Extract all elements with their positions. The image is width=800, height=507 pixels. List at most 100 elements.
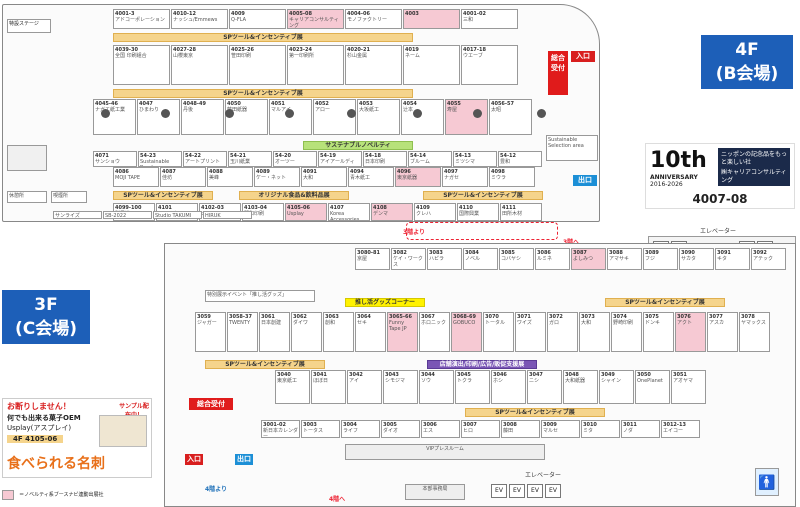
booth-exhibitor: 山櫻東京 xyxy=(173,53,194,59)
booth-number: 4001-3 xyxy=(115,11,135,17)
booth-exhibitor: サンショウ xyxy=(95,159,121,165)
booth-number: 4102-03 xyxy=(201,205,224,211)
booth-exhibitor: 京屋 xyxy=(357,256,368,262)
pillar xyxy=(161,109,170,118)
booth-number: 3076 xyxy=(677,314,691,320)
booth-exhibitor: コバヤシ xyxy=(501,256,522,262)
booth-number: 3063 xyxy=(325,314,339,320)
booth-exhibitor: ダイオ xyxy=(383,428,399,434)
booth-number: 4099-100 xyxy=(115,205,142,211)
floor4-label: 4F (B会場) xyxy=(701,35,793,89)
booth-number: 3092 xyxy=(753,250,767,256)
booth-exhibitor: エス xyxy=(423,428,434,434)
pillar xyxy=(225,109,234,118)
booth-exhibitor: 大和 xyxy=(581,320,592,326)
booth-exhibitor: 野崎印刷 xyxy=(613,320,634,326)
pillar xyxy=(473,109,482,118)
booth-exhibitor: 笹田印刷 xyxy=(231,53,252,59)
booth-number: 4053 xyxy=(359,101,373,107)
booth-number: 4103-04 xyxy=(244,205,267,211)
booth-exhibitor: ヤマックス xyxy=(741,320,766,326)
booth-number: 4110 xyxy=(459,205,473,211)
booth-number: 3050 xyxy=(637,372,651,378)
booth-number: 3041 xyxy=(313,372,327,378)
booth-exhibitor: ナガエ紙工業 xyxy=(95,107,126,113)
booth-number: 3001-02 xyxy=(263,422,286,428)
booth-number: 4005-08 xyxy=(289,11,312,17)
booth-number: 4010-12 xyxy=(173,11,196,17)
rest-area: 休憩所 xyxy=(7,191,47,203)
booth-exhibitor: ドンキ xyxy=(645,320,661,326)
booth-number: 3040 xyxy=(277,372,291,378)
booth-exhibitor: ホシ xyxy=(493,378,504,384)
booth-number: 3078 xyxy=(741,314,755,320)
ev-door: EV xyxy=(509,484,525,498)
booth-exhibitor: ひまわり xyxy=(139,107,160,113)
booth-number: 4019 xyxy=(405,47,419,53)
booth-exhibitor: トクラ xyxy=(457,378,473,384)
booth-number: 3088 xyxy=(609,250,623,256)
booth-number: 3091 xyxy=(717,250,731,256)
booth-exhibitor: オーツー xyxy=(275,159,295,165)
booth-exhibitor: ノベル xyxy=(465,256,481,262)
general-reception: 総合受付 xyxy=(548,51,568,95)
booth-exhibitor: 創和 xyxy=(325,320,336,326)
sample-ad: お断りしません！ サンプル配布中！ 何でも出来る菓子OEM Usplay(アスプ… xyxy=(2,398,152,478)
booth-exhibitor: 寿屋 xyxy=(447,107,458,113)
booth-exhibitor: Usplay xyxy=(287,211,304,217)
booth-exhibitor: 丹後 xyxy=(183,107,194,113)
booth-exhibitor: ネーム xyxy=(405,53,420,59)
booth-exhibitor: 杉山金属 xyxy=(347,53,368,59)
booth-number: 4089 xyxy=(256,169,270,175)
booth-exhibitor: 東京紙工 xyxy=(277,378,298,384)
sp-band: SPツール&インセンティブ展 xyxy=(113,191,213,200)
booth-exhibitor: ヒロ xyxy=(463,428,474,434)
print-band: 店舗演出/印刷/広告/販促支援展 xyxy=(427,360,537,369)
anniversary-logo: 10th ANNIVERSARY 2016-2026 xyxy=(650,148,707,188)
booth-exhibitor: ライフ xyxy=(343,428,359,434)
ev-door: EV xyxy=(545,484,561,498)
booth-exhibitor: ナッシュ/Emmews xyxy=(173,17,218,23)
booth-number: 3080-81 xyxy=(357,250,380,256)
booth-exhibitor: エイコー xyxy=(663,428,684,434)
booth-number: 3051 xyxy=(673,372,687,378)
booth-exhibitor: よしみつ xyxy=(573,256,594,262)
booth-number: 3077 xyxy=(709,314,723,320)
booth-exhibitor: 日本創建 xyxy=(261,320,282,326)
booth-number: 3012-13 xyxy=(663,422,686,428)
pillar xyxy=(347,109,356,118)
booth-number: 3043 xyxy=(385,372,399,378)
booth-exhibitor: フジ xyxy=(645,256,656,262)
booth-exhibitor: OnePlanet xyxy=(637,378,663,384)
to-3f-label: 3階へ xyxy=(563,237,579,246)
booth-number: 3007 xyxy=(463,422,477,428)
booth-number: 3075 xyxy=(645,314,659,320)
